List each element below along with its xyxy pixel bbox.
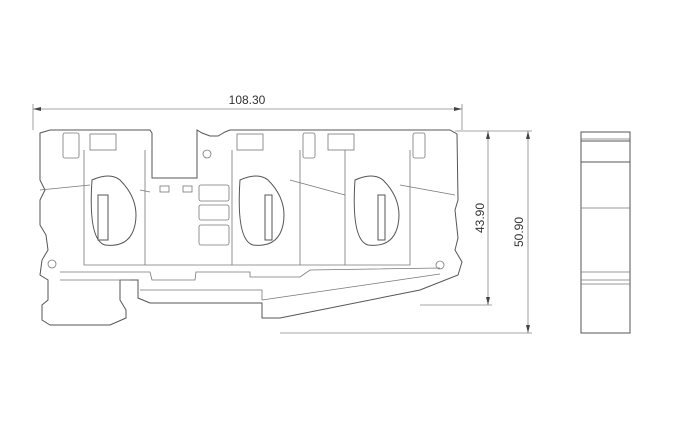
height-total-dimension-label: 50.90	[512, 217, 526, 247]
width-dimension-label: 108.30	[229, 93, 266, 107]
spring-clamps	[39, 175, 456, 246]
housing-inner	[83, 150, 411, 266]
top-slots	[62, 132, 426, 159]
body-outline	[39, 129, 463, 326]
width-dimension: 108.30	[32, 93, 463, 130]
front-view: 108.30	[32, 93, 463, 326]
base-rail	[60, 267, 441, 301]
height-inner-dimension-label: 43.90	[473, 203, 487, 233]
side-view	[580, 131, 631, 334]
marker-windows	[47, 149, 445, 270]
height-dimensions: 43.90 50.90	[280, 130, 532, 334]
